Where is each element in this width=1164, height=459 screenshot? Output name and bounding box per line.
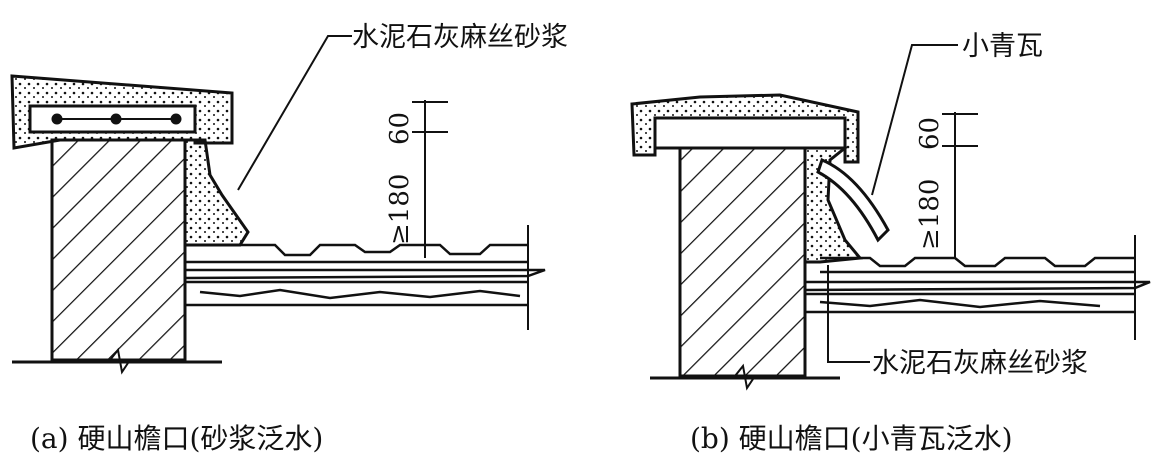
dimension-small-a: 60	[385, 112, 415, 145]
small-tile-flashing	[816, 157, 890, 243]
dimension-min-a: ≥180	[385, 174, 415, 245]
leader-line	[237, 35, 352, 191]
roof-board	[185, 280, 528, 307]
roof-tiles	[185, 243, 528, 264]
mortar-label-b: 水泥石灰麻丝砂浆	[872, 348, 1088, 379]
caption-a: (a) 硬山檐口(砂浆泛水)	[30, 422, 323, 455]
figure-b	[630, 44, 1151, 391]
figure-a	[10, 35, 546, 375]
mortar-flashing	[803, 146, 863, 264]
mortar-leader-line	[827, 265, 870, 363]
mortar-label-a: 水泥石灰麻丝砂浆	[352, 22, 568, 53]
tile-leader-line	[871, 44, 958, 196]
mortar-flashing	[183, 138, 250, 247]
brick-wall	[50, 138, 187, 362]
roof-tiles	[820, 256, 1135, 274]
dimension-min-b: ≥180	[915, 179, 945, 250]
coping-slab	[630, 93, 860, 164]
caption-b: (b) 硬山檐口(小青瓦泛水)	[690, 422, 1013, 455]
tile-label-b: 小青瓦	[962, 31, 1043, 62]
dimension-small-b: 60	[915, 117, 945, 150]
brick-wall	[678, 146, 807, 378]
roof-board	[805, 292, 1135, 314]
